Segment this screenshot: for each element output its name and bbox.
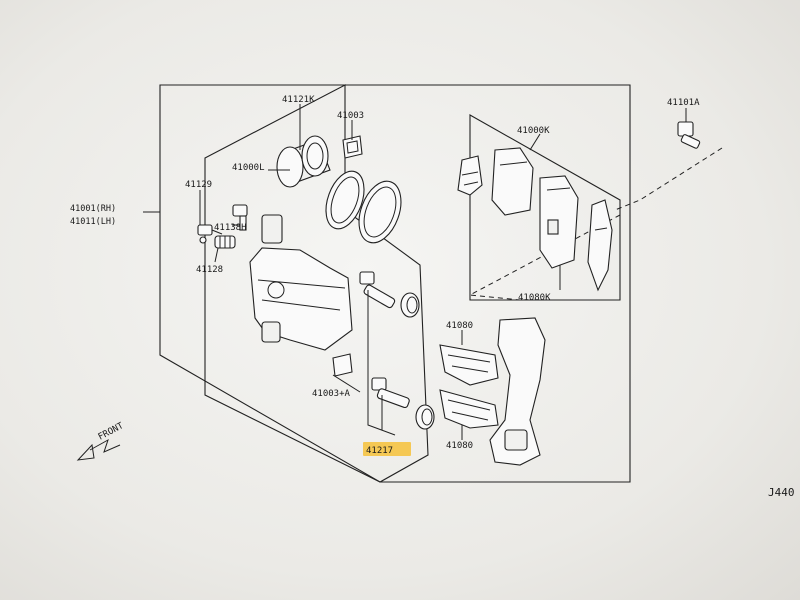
dashed-leader-bolt — [614, 147, 723, 211]
label-41003: 41003 — [337, 111, 364, 121]
pin-boot-upper-part — [400, 292, 420, 318]
pin-boot-lower-part — [415, 404, 435, 430]
diagram-code: J440 — [768, 486, 795, 499]
label-41000L: 41000L — [232, 163, 265, 173]
shim-plate-part — [332, 353, 353, 377]
pad-clip-left-part — [457, 155, 483, 196]
pad-clip-right-part — [587, 199, 613, 292]
guide-pin-upper-part — [359, 271, 396, 309]
highlight-41217 — [363, 442, 411, 456]
mounting-bolt-part — [677, 121, 701, 149]
label-41101A: 41101A — [667, 98, 700, 108]
seal-square-part — [342, 135, 363, 159]
label-front: FRONT — [97, 421, 126, 443]
label-41080K: 41080K — [518, 293, 551, 303]
label-41001: 41001(RH) — [70, 204, 116, 214]
label-41128: 41128 — [196, 265, 223, 275]
label-41003A: 41003+A — [312, 389, 351, 399]
label-41129: 41129 — [185, 180, 212, 190]
label-41121K: 41121K — [282, 95, 315, 105]
front-arrow-icon — [76, 438, 121, 461]
label-41000K: 41000K — [517, 126, 550, 136]
bleeder-cap-part — [214, 235, 236, 249]
piston-seal-rings — [325, 170, 402, 244]
assembly-frame — [159, 84, 631, 483]
caliper-sub-box — [204, 84, 429, 483]
pad-sub-box — [469, 114, 621, 301]
label-41080-top: 41080 — [446, 321, 473, 331]
label-41080-bottom: 41080 — [446, 441, 473, 451]
label-41138H: 41138H — [214, 223, 247, 233]
brake-pad-part — [491, 147, 579, 269]
label-41011: 41011(LH) — [70, 217, 116, 227]
anti-rattle-clip-lower-part — [439, 389, 499, 429]
caliper-bolt-part — [232, 204, 248, 231]
caliper-body-part — [249, 214, 353, 351]
label-leaders — [143, 104, 687, 440]
anti-rattle-clip-upper-part — [439, 344, 499, 386]
label-41217: 41217 — [366, 446, 393, 456]
pin-leader-lines — [367, 290, 396, 436]
caliper-bracket-part — [489, 317, 546, 466]
piston-part — [276, 135, 331, 188]
guide-pin-lower-part — [371, 377, 410, 409]
bleeder-screw-part — [197, 224, 223, 244]
